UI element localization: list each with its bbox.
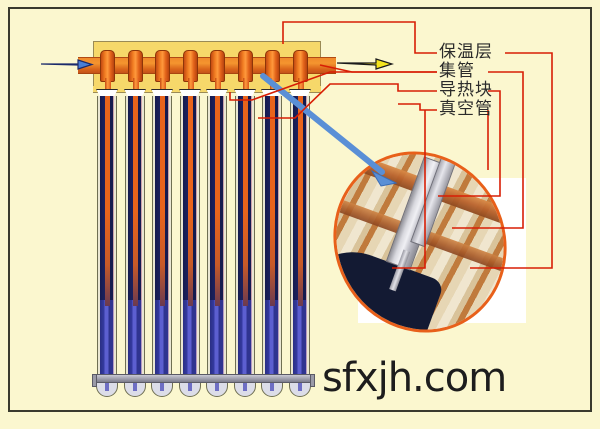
evacuated-tube-lower — [290, 300, 310, 381]
rail-end-left — [92, 374, 97, 387]
bottom-support-rail — [95, 374, 313, 383]
heat-pipe-neck — [214, 78, 221, 96]
heat-pipe-stripe — [243, 96, 248, 306]
evacuated-tube-lower — [235, 300, 255, 381]
site-watermark: sfxjh.com — [322, 355, 507, 401]
rail-end-right — [310, 374, 315, 387]
evacuated-tube-lower — [125, 300, 145, 381]
heat-pipe-neck — [132, 78, 139, 96]
evacuated-tube-lower — [262, 300, 282, 381]
label-heat-conduction-block: 导热块 — [439, 80, 493, 100]
label-header-pipe: 集管 — [439, 61, 475, 81]
evacuated-tube-lower — [207, 300, 227, 381]
heat-pipe-stripe — [160, 96, 165, 306]
heat-pipe-stripe — [215, 96, 220, 306]
heat-pipe-stripe — [298, 96, 303, 306]
heat-pipe-neck — [104, 78, 111, 96]
evacuated-tube-lower — [152, 300, 172, 381]
label-vacuum-tube: 真空管 — [439, 99, 493, 119]
heat-pipe-neck — [159, 78, 166, 96]
evacuated-tube-lower — [97, 300, 117, 381]
heat-pipe-neck — [187, 78, 194, 96]
heat-pipe-stripe — [188, 96, 193, 306]
label-insulation-layer: 保温层 — [439, 42, 493, 62]
evacuated-tube-lower — [180, 300, 200, 381]
heat-pipe-stripe — [270, 96, 275, 306]
evacuated-tube-end-cap — [261, 381, 283, 397]
heat-pipe-stripe — [105, 96, 110, 306]
heat-pipe-stripe — [133, 96, 138, 306]
